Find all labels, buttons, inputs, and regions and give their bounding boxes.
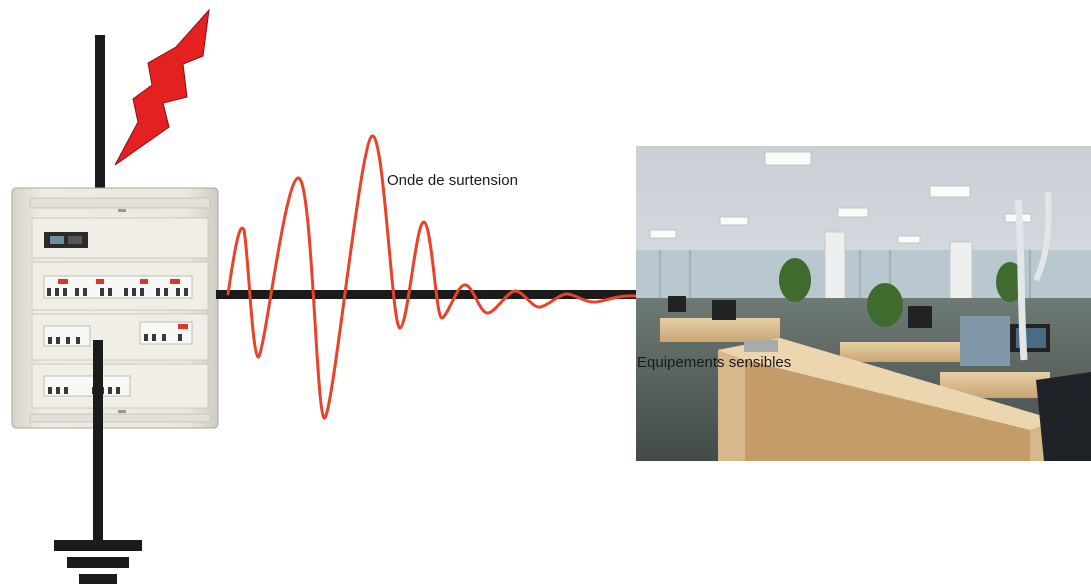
feeder-line (216, 290, 636, 299)
office-photo (636, 146, 1091, 461)
power-line-top (95, 35, 105, 190)
surge-wave (226, 134, 638, 420)
lightning-bolt-icon (114, 8, 210, 166)
ground-symbol-icon (54, 540, 142, 584)
surge-wave-label: Onde de surtension (387, 172, 518, 189)
sensitive-equipment-label: Equipements sensibles (637, 354, 792, 371)
ground-line (93, 340, 103, 540)
electrical-panel-icon (11, 187, 219, 429)
